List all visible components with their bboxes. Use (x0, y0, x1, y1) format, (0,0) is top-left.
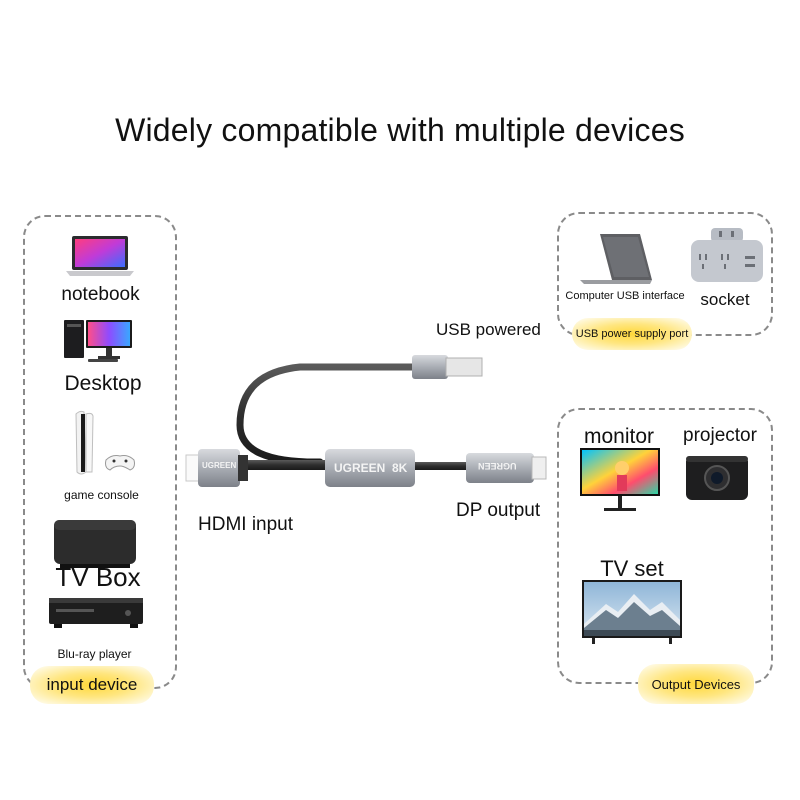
desktop-icon (64, 318, 134, 362)
projector-icon (684, 450, 750, 502)
page-title: Widely compatible with multiple devices (115, 112, 685, 148)
tv-box-icon (52, 518, 138, 570)
dp-output-label: DP output (456, 500, 541, 521)
monitor-icon (580, 448, 660, 516)
input-item-label: game console (64, 488, 139, 502)
blu-ray-player-icon (48, 596, 144, 630)
power-item-label: Computer USB interface (565, 290, 685, 302)
input-item-label: TV Box (55, 562, 141, 592)
dp-plug-brand: UGREEN (478, 461, 517, 471)
hdmi-input-label: HDMI input (198, 514, 294, 535)
output-item-label: projector (683, 425, 757, 446)
hdmi-plug-brand: UGREEN (202, 461, 237, 470)
game-console-icon (74, 410, 136, 476)
hub-brand-label: UGREEN 8K (334, 461, 408, 475)
usb-power-port-badge: USB power supply port (572, 318, 692, 350)
power-item-label: socket (700, 290, 750, 309)
input-item-label: Blu-ray player (57, 647, 132, 661)
hdmi-to-dp-adapter (180, 345, 550, 505)
output-item-label: TV set (600, 556, 664, 581)
output-item-label: monitor (583, 425, 655, 448)
output-devices-badge: Output Devices (638, 664, 754, 704)
badge-label: Output Devices (651, 676, 741, 692)
input-item-label: notebook (61, 284, 140, 305)
laptop-icon (578, 230, 656, 286)
badge-label: input device (46, 675, 138, 694)
tv-icon (582, 580, 682, 646)
power-socket-icon (689, 226, 765, 288)
laptop-icon (66, 234, 134, 278)
input-item-label: Desktop (64, 372, 142, 395)
usb-powered-label: USB powered (436, 320, 541, 339)
badge-label: USB power supply port (575, 328, 689, 340)
input-device-badge: input device (30, 666, 154, 704)
